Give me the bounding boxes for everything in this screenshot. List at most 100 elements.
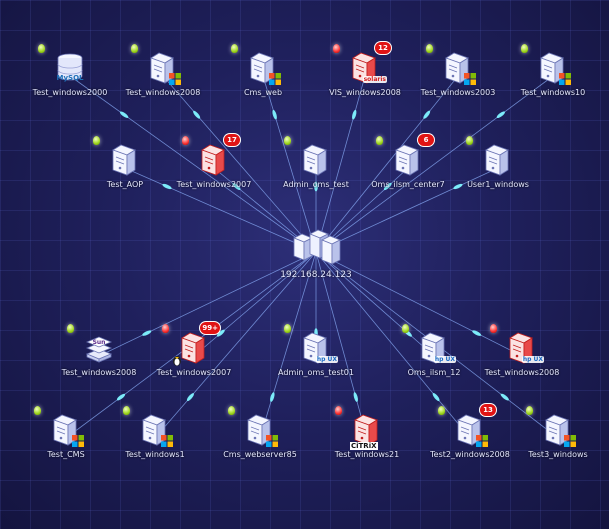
status-ok-icon bbox=[38, 44, 45, 53]
status-ok-icon bbox=[123, 406, 130, 415]
node-label: Test_windows21 bbox=[334, 450, 400, 459]
traffic-flow-marker bbox=[383, 182, 392, 191]
traffic-flow-marker bbox=[162, 183, 172, 190]
sun-stack-icon: Sun bbox=[67, 324, 119, 366]
link-line bbox=[69, 75, 317, 253]
device-node[interactable]: Test_windows10 bbox=[498, 44, 608, 97]
mysql-database-icon: MySQL bbox=[38, 44, 90, 86]
traffic-flow-marker bbox=[116, 393, 126, 401]
status-ok-icon bbox=[526, 406, 533, 415]
windows-server-icon bbox=[526, 406, 578, 448]
traffic-flow-marker bbox=[500, 393, 509, 401]
status-ok-icon bbox=[402, 324, 409, 333]
link-line bbox=[162, 75, 317, 253]
node-label: Test_windows1 bbox=[125, 450, 185, 459]
alarm-count-badge: 12 bbox=[375, 42, 391, 54]
server-icon: 6 bbox=[376, 134, 434, 178]
windows-server-icon bbox=[231, 44, 283, 86]
node-label: Cms_web bbox=[243, 88, 283, 97]
link-line bbox=[154, 251, 317, 439]
status-ok-icon bbox=[376, 136, 383, 145]
node-label: Test_CMS bbox=[47, 450, 85, 459]
link-line bbox=[315, 251, 435, 357]
traffic-flow-marker bbox=[270, 392, 275, 402]
device-node[interactable]: Test_CMS bbox=[11, 406, 121, 459]
node-label: User1_windows bbox=[467, 180, 529, 189]
device-node[interactable]: User1_windows bbox=[443, 136, 553, 189]
status-ok-icon bbox=[284, 136, 291, 145]
status-ok-icon bbox=[284, 324, 291, 333]
traffic-flow-marker bbox=[432, 393, 440, 402]
device-node[interactable]: Test_windows2008 bbox=[108, 44, 218, 97]
alarm-count-badge: 6 bbox=[418, 134, 434, 146]
svg-text:Sun: Sun bbox=[93, 339, 106, 346]
windows-server-icon bbox=[131, 44, 183, 86]
traffic-flow-marker bbox=[353, 392, 358, 402]
device-node[interactable]: Test_windows2003 bbox=[403, 44, 513, 97]
link-line bbox=[315, 251, 368, 439]
hub-node[interactable]: 192.168.24.123 bbox=[261, 224, 371, 280]
node-label: Test_AOP bbox=[106, 180, 144, 189]
alarm-count-badge: 99+ bbox=[200, 322, 220, 334]
device-node[interactable]: Test_windows1 bbox=[100, 406, 210, 459]
traffic-flow-marker bbox=[186, 393, 194, 402]
device-node[interactable]: Sun Test_windows2008 bbox=[44, 324, 154, 377]
link-line bbox=[193, 251, 317, 357]
windows-server-icon bbox=[123, 406, 175, 448]
link-line bbox=[315, 75, 554, 253]
alarm-count-badge: 17 bbox=[224, 134, 240, 146]
hp-ux-server-icon: hp UX bbox=[284, 324, 338, 366]
device-node[interactable]: 99+ Test_windows2007 bbox=[139, 322, 249, 377]
status-ok-icon bbox=[67, 324, 74, 333]
node-label: Test_windows10 bbox=[520, 88, 586, 97]
device-node[interactable]: Test_AOP bbox=[70, 136, 180, 189]
node-label: Test_windows2008 bbox=[484, 368, 560, 377]
node-label: Oms_ilsm_center7 bbox=[371, 180, 445, 189]
traffic-flow-marker bbox=[314, 181, 318, 192]
node-label: Test_windows2008 bbox=[125, 88, 201, 97]
server-cluster-icon bbox=[288, 224, 344, 268]
traffic-flow-marker bbox=[193, 110, 201, 119]
link-line bbox=[315, 75, 366, 253]
linux-server-icon: 99+ bbox=[162, 322, 220, 366]
status-ok-icon bbox=[426, 44, 433, 53]
device-node[interactable]: Cms_web bbox=[208, 44, 318, 97]
server-icon bbox=[93, 136, 145, 178]
status-error-icon bbox=[162, 324, 169, 333]
status-ok-icon bbox=[93, 136, 100, 145]
server-icon bbox=[284, 136, 336, 178]
traffic-flow-marker bbox=[142, 330, 152, 336]
status-ok-icon bbox=[438, 406, 445, 415]
link-line bbox=[259, 251, 317, 439]
device-node[interactable]: hp UX Admin_oms_test01 bbox=[261, 324, 371, 377]
node-label: Admin_oms_test01 bbox=[278, 368, 354, 377]
device-node[interactable]: MySQL Test_windows2000 bbox=[15, 44, 125, 97]
status-error-icon bbox=[335, 406, 342, 415]
traffic-flow-marker bbox=[119, 111, 129, 118]
device-node[interactable]: Test3_windows bbox=[503, 406, 609, 459]
device-node[interactable]: Admin_oms_test bbox=[261, 136, 371, 189]
windows-server-icon bbox=[34, 406, 86, 448]
node-label: Test_windows2008 bbox=[61, 368, 137, 377]
node-label: Test_windows2007 bbox=[156, 368, 232, 377]
server-icon bbox=[466, 136, 518, 178]
device-node[interactable]: Cms_webserver85 bbox=[205, 406, 315, 459]
status-ok-icon bbox=[34, 406, 41, 415]
status-ok-icon bbox=[228, 406, 235, 415]
traffic-flow-marker bbox=[423, 110, 431, 119]
hp-ux-server-icon: hp UX bbox=[402, 324, 456, 366]
node-label: VIS_windows2008 bbox=[329, 88, 401, 97]
status-ok-icon bbox=[131, 44, 138, 53]
link-line bbox=[315, 167, 499, 253]
windows-server-icon bbox=[426, 44, 478, 86]
status-error-icon bbox=[182, 136, 189, 145]
citrix-server-icon: CiTRiX bbox=[335, 406, 387, 450]
